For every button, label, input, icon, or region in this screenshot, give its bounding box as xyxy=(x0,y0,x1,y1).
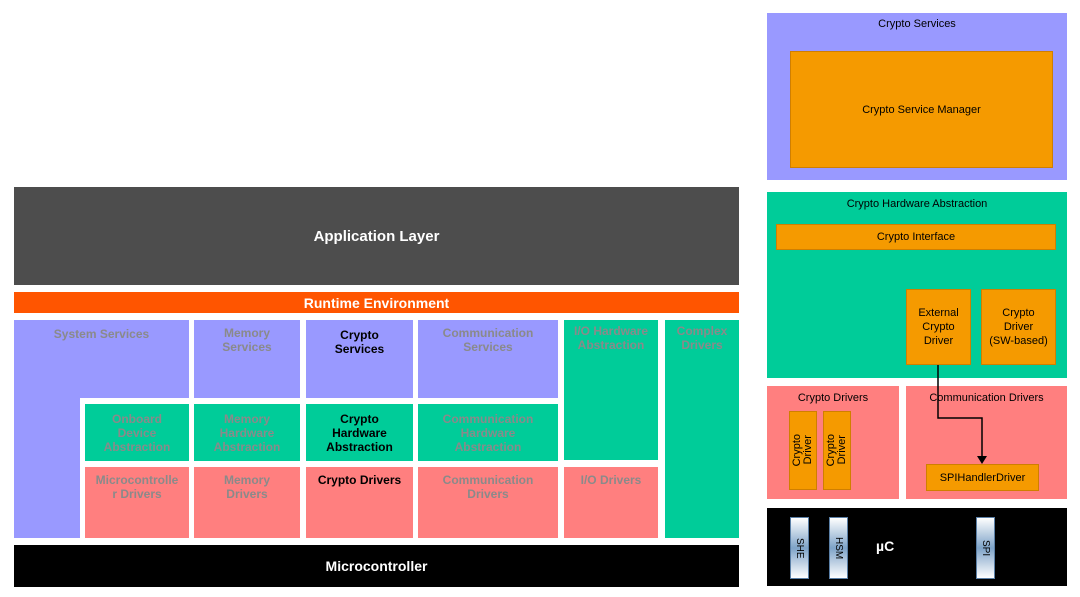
memory-drivers: Memory Drivers xyxy=(194,467,300,538)
crypto-hardware-abstraction: Crypto Hardware Abstraction xyxy=(306,404,413,461)
crypto-service-manager: Crypto Service Manager xyxy=(790,51,1053,168)
crypto-driver-hw-1: Crypto Driver xyxy=(789,411,817,490)
io-drivers: I/O Drivers xyxy=(564,467,658,538)
communication-hardware-abstraction: Communication Hardware Abstraction xyxy=(418,404,558,461)
crypto-drivers-title: Crypto Drivers xyxy=(797,392,869,404)
application-layer-label: Application Layer xyxy=(313,227,440,245)
communication-services: Communication Services xyxy=(418,320,558,398)
mu-c-label: µC xyxy=(876,538,895,554)
microcontroller-layer: Microcontroller xyxy=(14,545,739,587)
crypto-services-title: Crypto Services xyxy=(878,18,956,30)
crypto-hw-abstraction-title: Crypto Hardware Abstraction xyxy=(846,198,988,210)
micro-controller-detail xyxy=(767,508,1067,586)
application-layer: Application Layer xyxy=(14,187,739,285)
system-services-block xyxy=(14,320,189,398)
hsm-chip: HSM xyxy=(829,517,848,579)
memory-hardware-abstraction: Memory Hardware Abstraction xyxy=(194,404,300,461)
crypto-services: Crypto Services xyxy=(306,320,413,398)
spi-chip: SPI xyxy=(976,517,995,579)
external-crypto-driver: External Crypto Driver xyxy=(906,289,971,365)
runtime-environment: Runtime Environment xyxy=(14,292,739,313)
runtime-environment-label: Runtime Environment xyxy=(303,294,450,311)
onboard-device-abstraction: Onboard Device Abstraction xyxy=(85,404,189,461)
complex-drivers: Complex Drivers xyxy=(665,320,739,538)
microcontroller-drivers: Microcontrolle r Drivers xyxy=(85,467,189,538)
she-chip: SHE xyxy=(790,517,809,579)
communication-drivers-title: Communication Drivers xyxy=(929,392,1044,404)
io-hardware-abstraction: I/O Hardware Abstraction xyxy=(564,320,658,460)
communication-drivers: Communication Drivers xyxy=(418,467,558,538)
system-services-label: System Services xyxy=(53,327,150,341)
crypto-driver-sw-based: Crypto Driver (SW-based) xyxy=(981,289,1056,365)
crypto-interface: Crypto Interface xyxy=(776,224,1056,250)
spi-handler-driver: SPIHandlerDriver xyxy=(926,464,1039,491)
microcontroller-label: Microcontroller xyxy=(325,558,428,574)
driver-connector-arrow xyxy=(937,365,987,464)
system-services-block-lower xyxy=(14,397,80,538)
crypto-driver-hw-2: Crypto Driver xyxy=(823,411,851,490)
crypto-drivers: Crypto Drivers xyxy=(306,467,413,538)
memory-services: Memory Services xyxy=(194,320,300,398)
